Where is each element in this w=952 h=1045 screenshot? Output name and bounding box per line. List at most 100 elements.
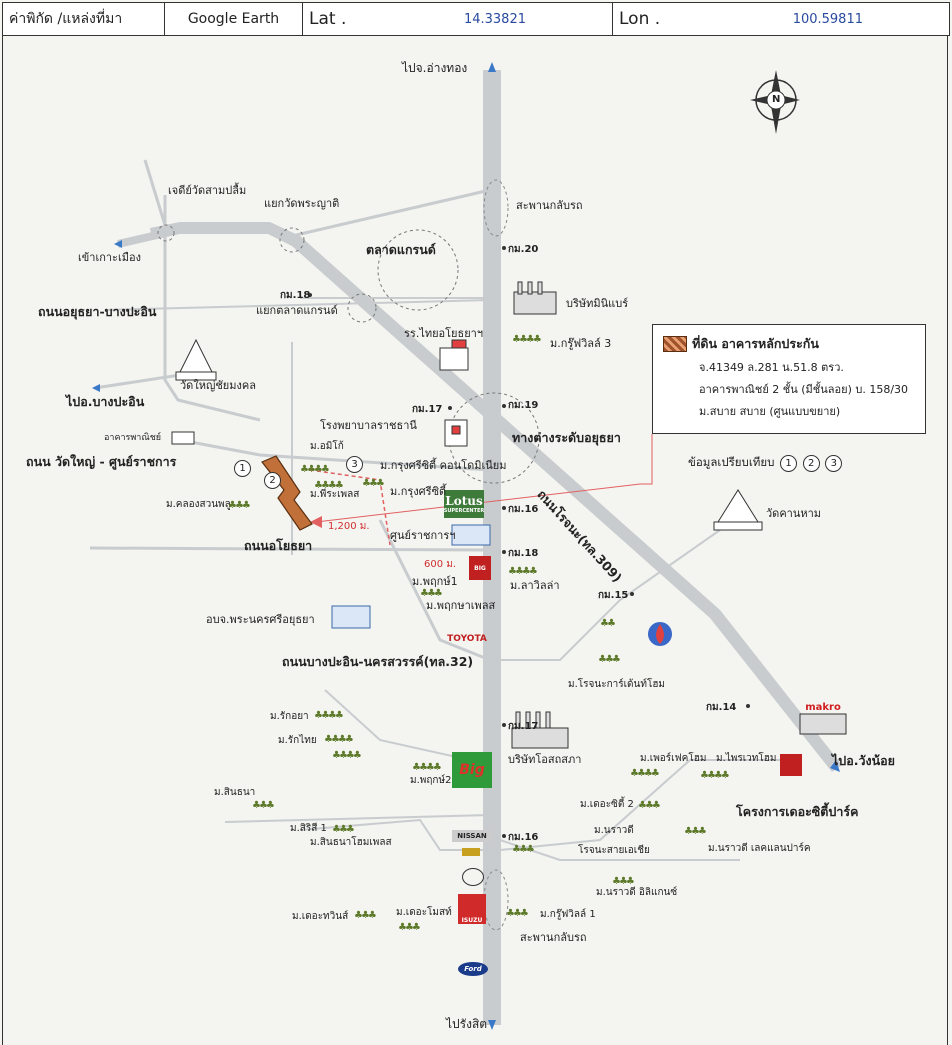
label-yaek-talad-grand: แยกตลาดแกรนด์ <box>256 304 338 317</box>
label-km15: กม.15 <box>598 590 629 601</box>
label-hospital: โรงพยาบาลราชธานี <box>320 419 417 432</box>
label-commercial-bldg: อาคารพาณิชย์ <box>104 433 162 443</box>
yaek-talad-marker <box>347 293 377 323</box>
source-label-text: ค่าพิกัด /แหล่งที่มา <box>9 11 123 27</box>
label-government-center: ศูนย์ราชการฯ <box>390 529 456 542</box>
road-ayothaya <box>89 546 491 552</box>
compare-marker-2-text: 2 <box>264 472 281 489</box>
tree-cluster: ♣♣♣ <box>362 478 385 489</box>
map-frame <box>2 36 948 1045</box>
tree-cluster: ♣♣♣ <box>398 922 421 933</box>
nissan-logo: NISSAN <box>452 830 492 842</box>
label-bangpain-nakhonsawan: ถนนบางปะอิน-นครสวรรค์(ทล.32) <box>282 654 474 669</box>
compass-n-label: N <box>772 94 781 105</box>
wat-yai-temple-icon <box>175 338 217 381</box>
compare-marker-1: 1 <box>232 460 251 477</box>
km-dots <box>308 246 750 838</box>
label-talad-grand: ตลาดแกรนด์ <box>366 242 436 257</box>
route-arrow <box>310 516 322 528</box>
compare-legend: ข้อมูลเปรียบเทียบ 1 2 3 <box>688 455 843 472</box>
label-to-rangsit: ไปรังสิต <box>446 1017 488 1031</box>
tree-cluster: ♣♣♣♣ <box>314 710 344 721</box>
overpass-top-marker <box>483 179 509 237</box>
legend-line2: อาคารพาณิชย์ 2 ชั้น (มีชั้นลอย) บ. 158/3… <box>699 383 909 396</box>
lon-value: 100.59811 <box>792 11 863 27</box>
wat-kan-ham-temple-icon <box>713 489 763 531</box>
arrow-south-icon <box>488 1020 496 1030</box>
label-minebea: บริษัทมินิแบร์ <box>566 297 629 310</box>
label-overpass-bottom: สะพานกลับรถ <box>520 931 587 944</box>
label-m-phrueksa1: ม.พฤกษ์1 <box>412 575 458 588</box>
coordinate-header: ค่าพิกัด /แหล่งที่มา Google Earth Lat . … <box>2 2 950 36</box>
arrow-ko-mueang-icon <box>114 240 122 248</box>
compass-icon <box>750 70 800 134</box>
road-wat-phraya-east <box>291 188 491 238</box>
tree-cluster: ♣♣♣♣ <box>314 480 344 491</box>
label-thai-school: รร.ไทยอโยธยาฯ <box>404 327 484 340</box>
toyota-text: TOYOTA <box>447 634 487 644</box>
interchange-marker <box>448 392 540 484</box>
road-toyota <box>378 519 491 662</box>
isuzu-logo: ISUZU <box>458 894 486 924</box>
road-to-ko-mueang <box>117 228 171 248</box>
label-orbor-jor: อบจ.พระนครศรีอยุธยา <box>206 613 315 626</box>
label-m-sirisi1: ม.สิริสี 1 <box>290 823 327 834</box>
tree-cluster: ♣♣♣♣ <box>412 762 442 773</box>
label-ayutthaya-bangpain: ถนนอยุธยา-บางปะอิน <box>38 304 157 319</box>
yaek-wat-phraya-marker <box>279 227 305 253</box>
commercial-bldg-icon <box>171 431 195 445</box>
label-km18-mid: กม.18 <box>508 548 539 559</box>
road-narawadee <box>499 839 740 861</box>
minebea-factory-icon <box>513 281 557 315</box>
legend-connector <box>640 434 653 485</box>
tree-cluster: ♣♣♣♣ <box>332 750 362 761</box>
label-m-city2: ม.เดอะซิตี้ 2 <box>580 799 634 810</box>
makro-text: makro <box>805 701 841 713</box>
road-wat-yai-govt <box>179 438 491 472</box>
hospital-icon <box>444 419 468 447</box>
label-m-rakaya: ม.รักอยา <box>270 711 309 722</box>
ford-text: Ford <box>464 965 482 973</box>
mazda-logo <box>462 868 484 886</box>
tree-cluster: ♣♣♣ <box>506 908 529 919</box>
tree-cluster: ♣♣♣♣ <box>508 566 538 577</box>
nissan-text: NISSAN <box>457 832 487 840</box>
label-m-the-twins: ม.เดอะทวินส์ <box>292 911 349 922</box>
privatehome-logo <box>780 754 802 776</box>
toyota-logo: TOYOTA <box>440 632 494 646</box>
label-m-sinthana-home: ม.สินธนาโฮมเพลส <box>310 837 392 848</box>
compare-marker-2: 2 <box>262 472 281 489</box>
source-value-text: Google Earth <box>187 11 280 27</box>
label-road-wat-yai: ถนน วัดใหญ่ - ศูนย์ราชการ <box>26 454 177 469</box>
tree-cluster: ♣♣♣ <box>612 876 635 887</box>
tree-cluster: ♣♣♣ <box>598 654 621 665</box>
label-m-narawadee-lake: ม.นราวดี เลคแลนปาร์ค <box>708 843 811 854</box>
compare-legend-1: 1 <box>780 455 798 472</box>
compare-legend-3: 3 <box>825 455 843 472</box>
tree-cluster: ♣♣♣ <box>684 826 707 837</box>
lotus-sub-text: SUPERCENTER <box>443 508 485 514</box>
ford-logo: Ford <box>458 962 488 976</box>
label-krungfin-1: ม.กรู๊ฟวิลล์ 1 <box>540 909 596 920</box>
tree-cluster: ♣♣♣ <box>638 800 661 811</box>
label-m-narawadee: ม.นราวดี <box>594 825 634 836</box>
label-km17-left: กม.17 <box>412 404 443 415</box>
compare-label: ข้อมูลเปรียบเทียบ <box>688 455 775 469</box>
label-km19: กม.19 <box>508 400 539 411</box>
label-m-rakthai: ม.รักไทย <box>278 735 317 746</box>
talad-grand-marker <box>377 229 459 311</box>
gas-station-icon <box>648 622 672 646</box>
tree-cluster: ♣♣♣♣ <box>324 734 354 745</box>
tree-cluster: ♣♣ <box>600 618 616 629</box>
label-m-phrueksa2: ม.พฤกษ์2 <box>410 775 452 786</box>
route-to-property <box>309 469 391 546</box>
tree-cluster: ♣♣♣♣ <box>300 464 330 475</box>
road-lower-left-1 <box>224 814 491 823</box>
label-m-amita: ม.อมิโก้ <box>310 441 344 452</box>
arrow-bang-pa-in-icon <box>92 384 100 392</box>
label-m-perfect-home: ม.เพอร์เฟคโฮม <box>640 753 707 764</box>
label-chedi: เจดีย์วัดสามปลื้ม <box>168 184 247 197</box>
road-ayutthaya-bangpain <box>104 299 491 311</box>
label-m-phrueksa-place: ม.พฤกษาเพลส <box>426 599 496 612</box>
label-overpass-top: สะพานกลับรถ <box>516 199 583 212</box>
